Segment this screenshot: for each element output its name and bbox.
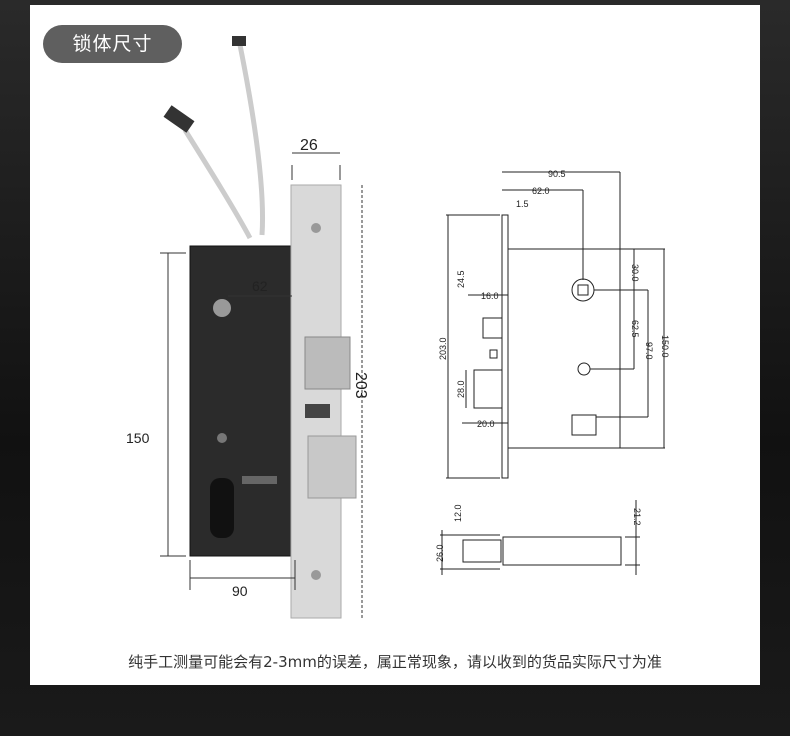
product-panel: [30, 5, 760, 685]
dim-total-width: 90.5: [548, 169, 566, 179]
technical-drawing: [440, 171, 665, 575]
faceplate-photo: [290, 184, 342, 619]
dim-latch-proj: 16.0: [481, 291, 499, 301]
dim-backset-drawing: 62.0: [532, 186, 550, 196]
dim-side-b: 26.0: [435, 544, 445, 562]
screw-hole: [217, 433, 227, 443]
dim-faceplate: 1.5: [516, 199, 529, 209]
connector-icon: [232, 36, 246, 46]
faceplate-screw: [311, 570, 321, 580]
cylinder-hole: [210, 478, 234, 538]
dim-body-height-drawing: 150.0: [660, 335, 670, 358]
dim-spindle-top: 30.0: [630, 264, 640, 282]
dim-spindle-thumb: 62.5: [630, 320, 640, 338]
slot: [242, 476, 277, 484]
dim-backset: 62: [252, 278, 268, 294]
latch: [304, 336, 351, 390]
lock-body-photo: [189, 245, 296, 557]
disclaimer-caption: 纯手工测量可能会有2-3mm的误差，属正常现象，请以收到的货品实际尺寸为准: [128, 653, 662, 671]
dim-body-width: 90: [232, 583, 248, 599]
dim-side-a: 12.0: [453, 504, 463, 522]
trigger-bolt: [305, 404, 330, 418]
dim-bolt-proj: 20.0: [477, 419, 495, 429]
wires: [182, 44, 266, 240]
connector-icon: [163, 105, 195, 133]
faceplate-screw: [311, 223, 321, 233]
section-badge: 锁体尺寸: [43, 25, 182, 63]
dim-faceplate-height: 203.0: [438, 337, 448, 360]
dim-width: 26: [300, 137, 318, 154]
dim-spindle-cyl: 97.0: [644, 342, 654, 360]
dim-bolt-height: 28.0: [456, 380, 466, 398]
dim-height: 203: [352, 372, 369, 399]
dim-latch-offset: 24.5: [456, 270, 466, 288]
deadbolt: [307, 435, 357, 499]
dim-side-c: 21.2: [632, 508, 642, 526]
photo-dimension-lines: [160, 152, 363, 618]
spindle-hole: [213, 299, 231, 317]
dim-body-height: 150: [126, 430, 150, 446]
